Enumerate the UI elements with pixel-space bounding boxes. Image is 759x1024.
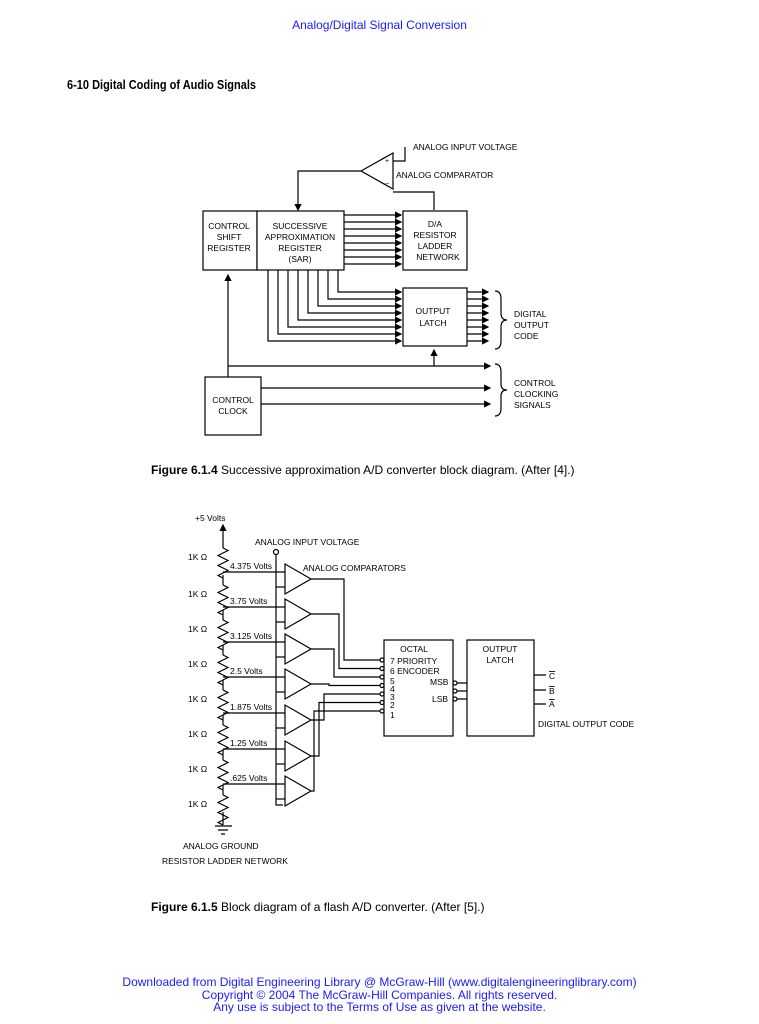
svg-text:B: B <box>549 686 555 696</box>
svg-text:3: 3 <box>390 692 395 702</box>
control-shift-register-block <box>202 210 258 271</box>
svg-text:CONTROL: CONTROL <box>514 378 556 388</box>
comparator <box>284 667 313 701</box>
tap-voltage-label: 3.75 Volts <box>230 596 267 606</box>
output-latch-block <box>402 287 468 347</box>
figure-sar-diagram: ANALOG INPUT VOLTAGE ANALOG COMPARATOR +… <box>202 142 558 436</box>
sar-latch-wire <box>267 270 403 345</box>
svg-text:LATCH: LATCH <box>486 655 513 665</box>
svg-text:NETWORK: NETWORK <box>416 252 460 262</box>
svg-text:6 ENCODER: 6 ENCODER <box>390 666 440 676</box>
svg-text:REGISTER: REGISTER <box>278 243 321 253</box>
comparator-label: ANALOG COMPARATOR <box>396 170 493 180</box>
comparator <box>284 562 313 596</box>
svg-text:A: A <box>549 699 555 709</box>
footer-link[interactable]: Downloaded from Digital Engineering Libr… <box>122 975 637 989</box>
tap-voltage-label: 3.125 Volts <box>230 631 272 641</box>
sar-latch-wire <box>297 270 403 324</box>
svg-text:LADDER: LADDER <box>418 241 452 251</box>
svg-text:4: 4 <box>390 684 395 694</box>
resistor-label: 1K Ω <box>188 764 207 774</box>
svg-text:APPROXIMATION: APPROXIMATION <box>265 232 335 242</box>
svg-text:REGISTER: REGISTER <box>207 243 250 253</box>
sar-latch-wire <box>327 270 403 303</box>
sar-latch-wire <box>307 270 403 317</box>
comparator <box>284 774 313 808</box>
resistor-label: 1K Ω <box>188 799 207 809</box>
footer-copyright: Copyright © 2004 The McGraw-Hill Compani… <box>201 987 558 1002</box>
svg-text:ANALOG COMPARATORS: ANALOG COMPARATORS <box>303 563 406 573</box>
svg-text:OUTPUT: OUTPUT <box>416 306 451 316</box>
svg-text:−: − <box>385 181 389 188</box>
svg-text:SUCCESSIVE: SUCCESSIVE <box>273 221 328 231</box>
resistor-label: 1K Ω <box>188 694 207 704</box>
svg-text:2: 2 <box>390 700 395 710</box>
svg-text:CLOCK: CLOCK <box>218 406 248 416</box>
svg-text:+5 Volts: +5 Volts <box>195 513 225 523</box>
svg-text:MSB: MSB <box>430 677 449 687</box>
resistor-label: 1K Ω <box>188 659 207 669</box>
sar-latch-wire <box>317 270 403 310</box>
svg-text:D/A: D/A <box>428 219 443 229</box>
svg-text:RESISTOR: RESISTOR <box>413 230 456 240</box>
svg-text:7 PRIORITY: 7 PRIORITY <box>390 656 438 666</box>
flash-output-latch-block <box>466 639 535 737</box>
tap-voltage-label: .625 Volts <box>230 773 267 783</box>
resistor <box>216 547 230 579</box>
svg-text:ANALOG GROUND: ANALOG GROUND <box>183 841 259 851</box>
svg-text:ANALOG INPUT VOLTAGE: ANALOG INPUT VOLTAGE <box>255 537 360 547</box>
svg-text:CONTROL: CONTROL <box>212 395 254 405</box>
resistor-label: 1K Ω <box>188 624 207 634</box>
svg-text:1: 1 <box>390 710 395 720</box>
tap-voltage-label: 4.375 Volts <box>230 561 272 571</box>
sar-latch-wire <box>337 270 403 296</box>
footer-terms: Any use is subject to the Terms of Use a… <box>213 1000 546 1014</box>
resistor-label: 1K Ω <box>188 552 207 562</box>
running-header: Analog/Digital Signal Conversion <box>292 18 467 32</box>
svg-text:C: C <box>549 671 555 681</box>
svg-text:OUTPUT: OUTPUT <box>483 644 518 654</box>
svg-text:LSB: LSB <box>432 694 448 704</box>
svg-text:LATCH: LATCH <box>419 318 446 328</box>
section-title: 6-10 Digital Coding of Audio Signals <box>67 78 257 92</box>
figure-6-1-5-caption: Figure 6.1.5 Block diagram of a flash A/… <box>151 900 485 914</box>
tap-voltage-label: 2.5 Volts <box>230 666 263 676</box>
comparator <box>284 739 313 773</box>
svg-text:CODE: CODE <box>514 331 539 341</box>
svg-text:DIGITAL: DIGITAL <box>514 309 547 319</box>
tap-voltage-label: 1.25 Volts <box>230 738 267 748</box>
svg-text:OCTAL: OCTAL <box>400 644 428 654</box>
analog-input-label: ANALOG INPUT VOLTAGE <box>413 142 518 152</box>
comparator <box>284 632 313 666</box>
comparator <box>359 151 394 191</box>
svg-text:(SAR): (SAR) <box>288 254 311 264</box>
sar-block <box>256 210 345 271</box>
sar-latch-wire <box>277 270 403 338</box>
svg-text:+: + <box>385 158 389 165</box>
control-clock-block <box>204 376 262 436</box>
svg-text:SHIFT: SHIFT <box>217 232 242 242</box>
svg-text:DIGITAL OUTPUT CODE: DIGITAL OUTPUT CODE <box>538 719 635 729</box>
tap-voltage-label: 1.875 Volts <box>230 702 272 712</box>
comparator <box>284 703 313 737</box>
sar-latch-wire <box>287 270 403 331</box>
footer: Downloaded from Digital Engineering Libr… <box>0 976 759 1014</box>
svg-text:RESISTOR LADDER NETWORK: RESISTOR LADDER NETWORK <box>162 856 288 866</box>
svg-text:SIGNALS: SIGNALS <box>514 400 551 410</box>
dac-block <box>402 210 468 271</box>
svg-text:CONTROL: CONTROL <box>208 221 250 231</box>
svg-text:OUTPUT: OUTPUT <box>514 320 549 330</box>
svg-text:CLOCKING: CLOCKING <box>514 389 558 399</box>
svg-text:5: 5 <box>390 676 395 686</box>
figure-6-1-4-caption: Figure 6.1.4 Successive approximation A/… <box>151 463 575 477</box>
comparator <box>284 597 313 631</box>
resistor-label: 1K Ω <box>188 589 207 599</box>
priority-encoder-block <box>383 639 454 737</box>
resistor-label: 1K Ω <box>188 729 207 739</box>
